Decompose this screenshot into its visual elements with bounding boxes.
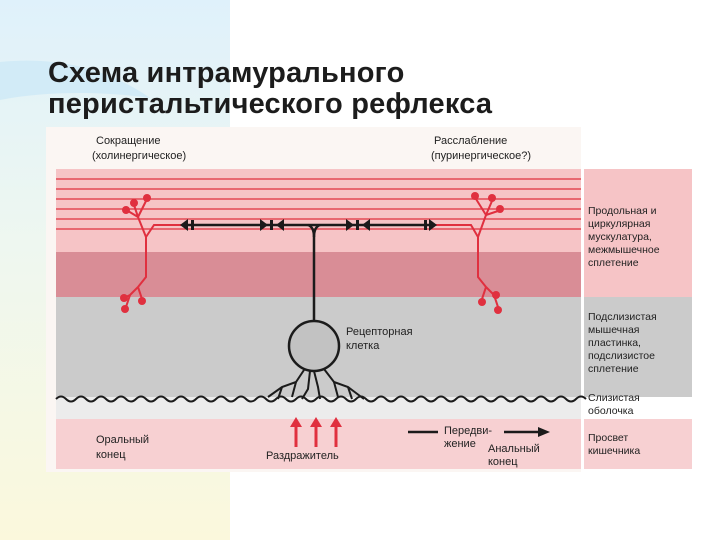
legend-muscle-line: мускулатура,	[588, 231, 652, 243]
stimulus-label: Раздражитель	[266, 450, 339, 462]
legend-lumen-line: кишечника	[588, 445, 640, 457]
movement-label-2: жение	[444, 438, 476, 450]
legend-submucosa-line: Подслизистая	[588, 311, 657, 323]
anal-end-label-1: Анальный	[488, 443, 540, 455]
legend-muscle-line: межмышечное	[588, 244, 660, 256]
legend-submucosa-line: сплетение	[588, 363, 639, 375]
relaxation-sub: (пуринергическое?)	[431, 150, 531, 162]
contraction-label: Сокращение	[96, 135, 161, 147]
receptor-cell-label-2: клетка	[346, 340, 380, 352]
reflex-diagram: Сокращение (холинергическое) Расслаблени…	[46, 127, 696, 477]
legend-muscle-line: Продольная и	[588, 205, 657, 217]
legend-submucosa-line: подслизистое	[588, 350, 655, 362]
legend-mucosa-line: Слизистая	[588, 392, 640, 404]
relaxation-label: Расслабление	[434, 135, 507, 147]
oral-end-label-1: Оральный	[96, 434, 149, 446]
legend-muscle-line: сплетение	[588, 257, 639, 269]
receptor-cell	[289, 321, 339, 371]
legend-mucosa-text: Слизистая оболочка	[588, 392, 640, 417]
legend-lumen-line: Просвет	[588, 432, 628, 444]
legend-muscle-line: циркулярная	[588, 218, 650, 230]
title-line-1: Схема интрамурального	[48, 58, 492, 89]
legend-block-lumen	[584, 419, 692, 469]
movement-label-1: Передви-	[444, 425, 492, 437]
legend-submucosa-line: пластинка,	[588, 337, 641, 349]
receptor-cell-label-1: Рецепторная	[346, 326, 413, 338]
slide-title: Схема интрамурального перистальтического…	[48, 58, 492, 120]
contraction-sub: (холинергическое)	[92, 150, 186, 162]
legend-submucosa-line: мышечная	[588, 324, 639, 336]
title-line-2: перистальтического рефлекса	[48, 89, 492, 120]
oral-end-label-2: конец	[96, 449, 126, 461]
legend-mucosa-line: оболочка	[588, 405, 634, 417]
anal-end-label-2: конец	[488, 456, 518, 468]
